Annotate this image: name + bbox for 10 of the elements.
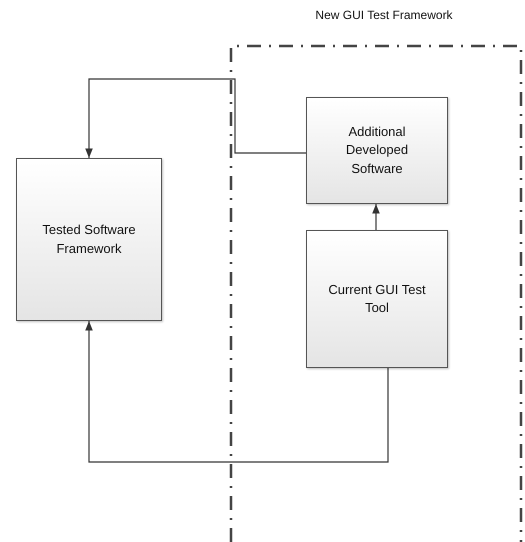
box-label: Tested Software Framework [41,221,137,258]
frame-heading: New GUI Test Framework [314,8,454,22]
box-label: Additional Developed Software [344,123,410,178]
process-box [16,158,162,321]
process-box [306,97,448,204]
arrow [85,78,306,158]
process-box [306,230,448,368]
arrow [372,204,380,230]
box-label: Current GUI Test Tool [327,280,427,317]
arrow [85,321,389,463]
